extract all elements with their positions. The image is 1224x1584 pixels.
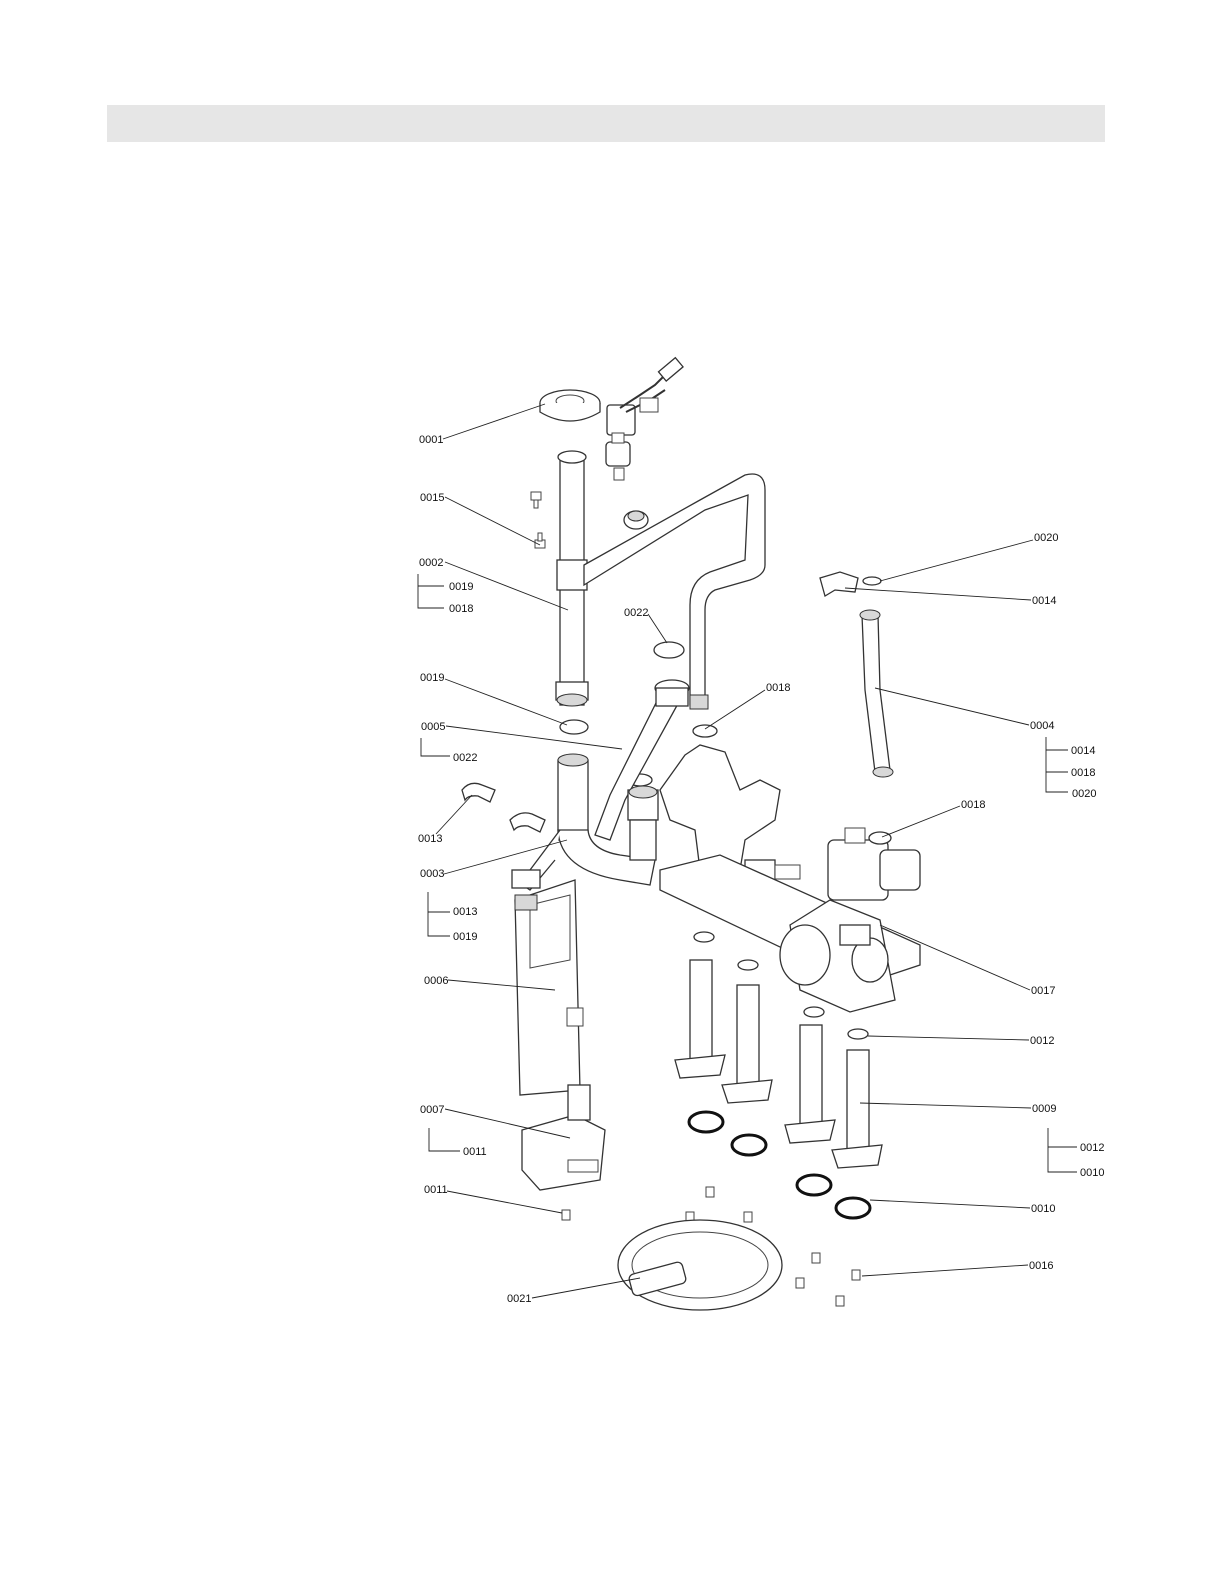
label-0017: 0017: [1031, 985, 1055, 997]
label-0022-top: 0022: [624, 607, 648, 619]
part-0018-oring: [693, 725, 717, 737]
label-0007: 0007: [420, 1104, 444, 1116]
label-0016: 0016: [1029, 1260, 1053, 1272]
part-0015-screws: [531, 492, 545, 548]
part-0021-hose: [618, 1220, 782, 1310]
label-0013: 0013: [418, 833, 442, 845]
label-0003-0013: 0013: [453, 906, 477, 918]
part-0019-oring: [560, 720, 588, 734]
label-0004-0014: 0014: [1071, 745, 1095, 757]
diverter-valve: [828, 828, 920, 900]
label-0009-0010: 0010: [1080, 1167, 1104, 1179]
part-0022-oring: [654, 642, 684, 658]
sensor-connector: [606, 358, 683, 480]
bypass-pipe: [584, 474, 765, 709]
label-0014: 0014: [1032, 595, 1056, 607]
label-0011: 0011: [424, 1184, 448, 1196]
label-0002: 0002: [419, 557, 443, 569]
label-0006: 0006: [424, 975, 448, 987]
part-0020-oring: [863, 577, 881, 585]
label-0019: 0019: [420, 672, 444, 684]
label-0021: 0021: [507, 1293, 531, 1305]
part-0007-valve: [522, 1085, 605, 1190]
label-0004-0020: 0020: [1072, 788, 1096, 800]
label-0005: 0005: [421, 721, 445, 733]
label-0004-0018: 0018: [1071, 767, 1095, 779]
label-0009: 0009: [1032, 1103, 1056, 1115]
label-0001: 0001: [419, 434, 443, 446]
label-0018-right: 0018: [961, 799, 985, 811]
label-0004: 0004: [1030, 720, 1054, 732]
label-0002-0019: 0019: [449, 581, 473, 593]
label-0018-mid: 0018: [766, 682, 790, 694]
label-0020: 0020: [1034, 532, 1058, 544]
label-0009-0012: 0012: [1080, 1142, 1104, 1154]
label-0003: 0003: [420, 868, 444, 880]
label-0002-0018: 0018: [449, 603, 473, 615]
part-0014-clip: [820, 572, 858, 596]
label-0007-0011: 0011: [463, 1146, 487, 1158]
label-0015: 0015: [420, 492, 444, 504]
part-0004-pipe: [860, 610, 893, 777]
label-0005-0022: 0022: [453, 752, 477, 764]
label-0010: 0010: [1031, 1203, 1055, 1215]
label-0003-0019: 0019: [453, 931, 477, 943]
part-0002-pipe: [556, 451, 588, 706]
label-0012: 0012: [1030, 1035, 1054, 1047]
part-0001-cap: [540, 390, 600, 421]
part-0013-clips: [462, 783, 545, 832]
